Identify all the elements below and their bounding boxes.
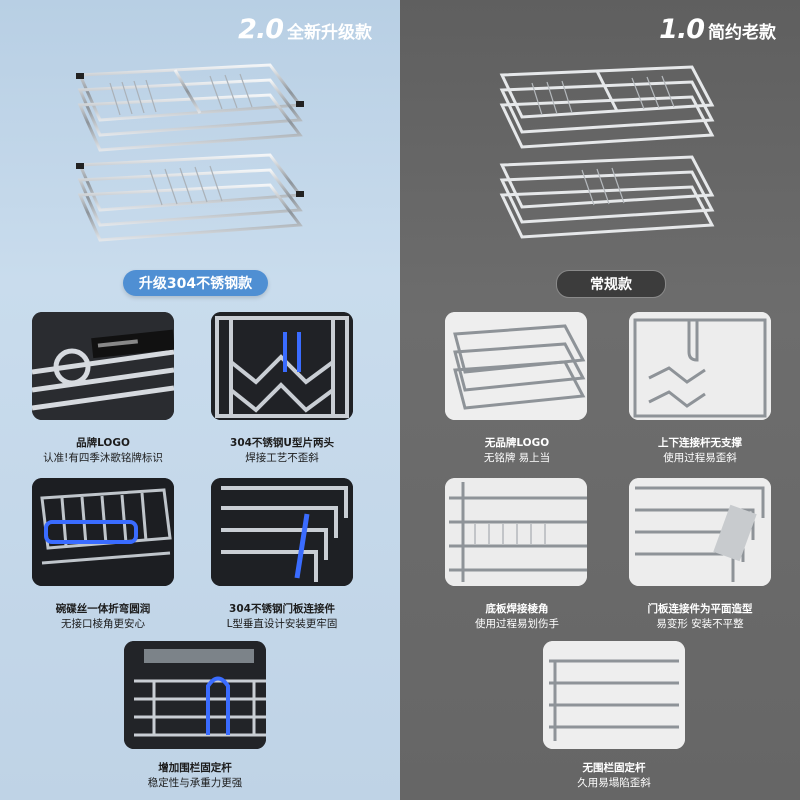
feature-card-u-piece (211, 312, 353, 420)
no-fence-rod-closeup-image (543, 641, 685, 749)
feature-card-fence-rod (124, 641, 266, 749)
upgraded-badge: 升级304不锈钢款 (123, 270, 268, 296)
fence-rod-closeup-image (124, 641, 266, 749)
version-number: 2.0 (238, 14, 284, 45)
feature-card-wire (32, 478, 174, 586)
feature-card-flat-connector (629, 478, 771, 586)
feature-caption-welded-base: 底板焊接棱角 使用过程易划伤手 (475, 603, 559, 630)
feature-caption-logo: 品牌LOGO 认准!有四季沐歌铭牌标识 (43, 437, 163, 464)
no-logo-closeup-image (445, 312, 587, 420)
upgraded-rack-image (76, 63, 304, 242)
feature-card-no-support (629, 312, 771, 420)
version-title: 全新升级款 (287, 23, 372, 43)
feature-caption-wire: 碗碟丝一体折弯圆润 无接口棱角更安心 (55, 603, 151, 630)
u-piece-closeup-image (211, 312, 353, 420)
feature-caption-no-fence-rod: 无围栏固定杆 久用易塌陷歪斜 (577, 762, 651, 789)
feature-card-door-connector (211, 478, 353, 586)
feature-caption-no-logo: 无品牌LOGO 无铭牌 易上当 (483, 437, 551, 464)
feature-caption-u-piece: 304不锈钢U型片两头 焊接工艺不歪斜 (230, 437, 334, 464)
flat-connector-closeup-image (629, 478, 771, 586)
regular-rack-image (499, 65, 715, 239)
version-number: 1.0 (659, 14, 705, 45)
wire-closeup-image (32, 478, 174, 586)
door-connector-closeup-image (211, 478, 353, 586)
feature-card-logo (32, 312, 174, 420)
feature-card-welded-base (445, 478, 587, 586)
no-support-closeup-image (629, 312, 771, 420)
feature-caption-no-support: 上下连接杆无支撑 使用过程易歪斜 (658, 437, 742, 464)
feature-card-no-fence-rod (543, 641, 685, 749)
welded-base-closeup-image (445, 478, 587, 586)
regular-badge: 常规款 (556, 270, 666, 298)
feature-caption-fence-rod: 增加围栏固定杆 稳定性与承重力更强 (147, 762, 243, 789)
version-title: 简约老款 (708, 23, 776, 43)
feature-caption-flat-connector: 门板连接件为平面造型 易变形 安装不平整 (647, 603, 753, 630)
feature-card-no-logo (445, 312, 587, 420)
logo-closeup-image (32, 312, 174, 420)
feature-caption-door-connector: 304不锈钢门板连接件 L型垂直设计安装更牢固 (226, 603, 338, 630)
